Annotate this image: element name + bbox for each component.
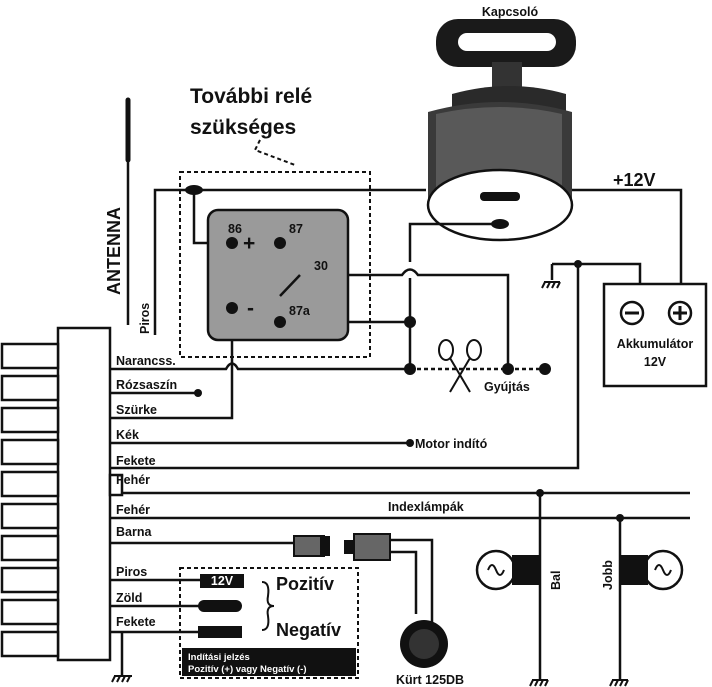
starter-motor-label: Motor indító bbox=[415, 437, 488, 451]
extra-relay-title-2: szükséges bbox=[190, 116, 296, 139]
ignition-switch bbox=[426, 19, 576, 242]
relay-pin-87: 87 bbox=[289, 222, 303, 236]
wire-label-11: Fekete bbox=[116, 615, 156, 629]
wire-label-10: Zöld bbox=[116, 591, 142, 605]
battery-label: Akkumulátor bbox=[617, 337, 694, 351]
wire-label-2: Rózsaszín bbox=[116, 378, 177, 392]
left-lamp-icon bbox=[475, 549, 540, 591]
relay-pin-86: 86 bbox=[228, 222, 242, 236]
positive-label: Pozitív bbox=[276, 574, 334, 594]
horn-connector bbox=[293, 533, 391, 561]
relay-minus: - bbox=[247, 297, 254, 320]
signal-12v-label: 12V bbox=[211, 574, 234, 588]
antenna-label: ANTENNA bbox=[104, 207, 124, 295]
plus12v-label: +12V bbox=[613, 170, 656, 190]
signal-12v-tag bbox=[200, 574, 244, 588]
signal-positive-wire bbox=[198, 600, 242, 612]
wire-label-5: Fekete bbox=[116, 454, 156, 468]
wire-label-9: Piros bbox=[116, 565, 147, 579]
ground-symbols bbox=[111, 281, 629, 687]
wire-label-4: Kék bbox=[116, 428, 139, 442]
wire-label-6: Fehér bbox=[116, 473, 150, 487]
horn-icon bbox=[400, 620, 448, 668]
horn-label: Kürt 125DB bbox=[396, 673, 464, 687]
wire-label-1: Narancss. bbox=[116, 354, 176, 368]
indicator-lamps-label: Indexlámpák bbox=[388, 500, 464, 514]
right-lamp-label: Jobb bbox=[601, 560, 615, 590]
main-connector bbox=[56, 326, 124, 662]
battery-voltage: 12V bbox=[644, 355, 667, 369]
wire-label-8: Barna bbox=[116, 525, 152, 539]
extra-relay-box bbox=[179, 171, 371, 358]
battery bbox=[602, 282, 708, 388]
relay-plus: + bbox=[243, 232, 255, 255]
scissors-icon bbox=[438, 339, 482, 393]
relay bbox=[206, 208, 350, 342]
ignition-switch-label: Kapcsoló bbox=[482, 5, 539, 19]
relay-pin-30: 30 bbox=[314, 259, 328, 273]
signal-note-box bbox=[182, 648, 356, 676]
start-signal-box bbox=[179, 567, 359, 679]
signal-note-line2: Pozitív (+) vagy Negatív (-) bbox=[188, 664, 307, 675]
relay-pin-87a: 87a bbox=[289, 304, 311, 318]
wire-label-3: Szürke bbox=[116, 403, 157, 417]
ignition-label: Gyújtás bbox=[484, 380, 530, 394]
junction-dots bbox=[185, 185, 624, 522]
connector-pins bbox=[0, 342, 60, 658]
signal-note-line1: Indítási jelzés bbox=[188, 652, 250, 663]
extra-relay-title-1: További relé bbox=[190, 85, 312, 108]
left-lamp-label: Bal bbox=[549, 571, 563, 590]
wires bbox=[110, 188, 690, 680]
wire-label-0: Piros bbox=[138, 303, 152, 334]
signal-negative-wire bbox=[198, 626, 242, 638]
wire-label-7: Fehér bbox=[116, 503, 150, 517]
negative-label: Negatív bbox=[276, 620, 341, 640]
right-lamp-icon bbox=[620, 549, 684, 591]
